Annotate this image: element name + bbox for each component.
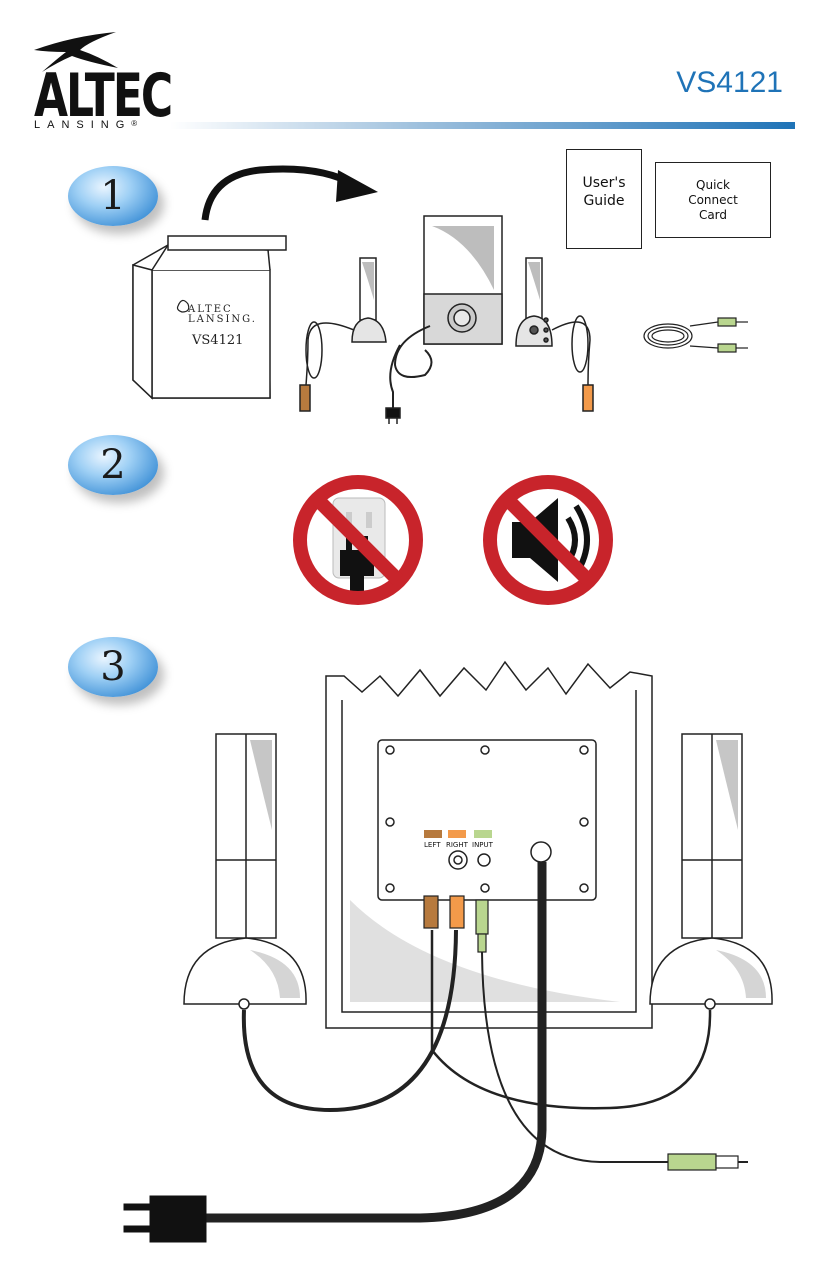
- subwoofer-back-panel: [325, 660, 653, 1029]
- step-1-badge: 1: [68, 166, 158, 226]
- subwoofer-icon: [385, 215, 503, 424]
- step-3-badge: 3: [68, 637, 158, 697]
- model-title: VS4121: [676, 66, 783, 99]
- right-satellite-speaker-large-icon: [649, 733, 773, 1010]
- quick-connect-card: Quick Connect Card: [655, 162, 771, 238]
- connection-cables: [206, 862, 712, 1223]
- step-1-unpack-illustration: [132, 165, 748, 424]
- jack-plugs: [423, 895, 489, 953]
- audio-input-plug-icon: [667, 1153, 748, 1171]
- jack-label-left: LEFT: [424, 841, 441, 849]
- power-plug-icon: [123, 1195, 207, 1243]
- right-satellite-speaker-icon: [515, 257, 594, 412]
- brand-wordmark: ALTEC: [34, 62, 173, 131]
- jack-label-input: INPUT: [472, 841, 493, 849]
- step-2-badge: 2: [68, 435, 158, 495]
- left-satellite-speaker-icon: [299, 257, 387, 412]
- no-plug-in-icon: [293, 475, 423, 605]
- unpack-arrow-icon: [201, 165, 378, 221]
- left-satellite-speaker-large-icon: [183, 733, 307, 1010]
- box-model-label: VS4121: [192, 333, 244, 348]
- no-sound-icon: [483, 475, 613, 605]
- header-gradient-rule: [170, 122, 795, 129]
- brand-subtitle: LANSING®: [34, 119, 138, 131]
- product-box-icon: [132, 235, 287, 400]
- users-guide-card: User's Guide: [566, 149, 642, 249]
- step-3-connection-diagram: [123, 660, 773, 1243]
- audio-cable-icon: [643, 317, 748, 353]
- jack-label-right: RIGHT: [446, 841, 468, 849]
- altec-lansing-logo-icon: [34, 32, 118, 72]
